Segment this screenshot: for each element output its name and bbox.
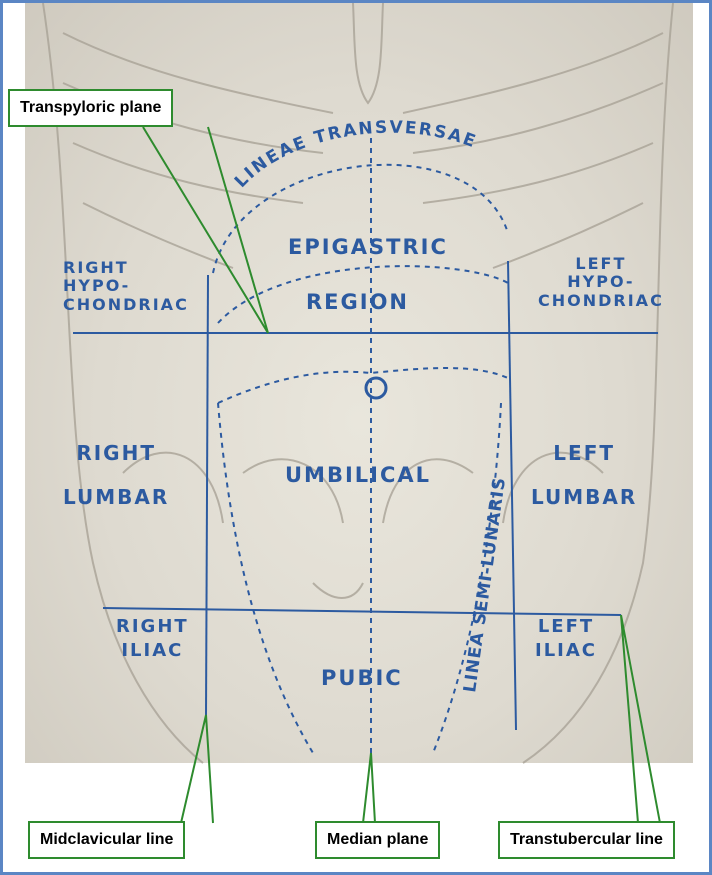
transpyloric-plane-callout: Transpyloric plane	[8, 89, 174, 127]
umbilicus-mark	[364, 376, 388, 400]
right-linea-semilunaris	[217, 402, 314, 754]
callout-leaders	[142, 126, 661, 824]
left-lumbar-line-2: LUMBAR	[531, 485, 638, 509]
right-iliac-line-2: ILIAC	[121, 640, 184, 662]
left-hypo-line-3: CHONDRIAC	[538, 290, 664, 310]
midclavicular-leader	[180, 714, 214, 824]
midclavicular-line-callout: Midclavicular line	[28, 821, 186, 859]
transtubercular-leader	[620, 614, 661, 824]
umbilical-curve	[217, 367, 509, 404]
pubic-text: PUBIC	[321, 666, 403, 690]
left-linea-semilunaris	[432, 402, 502, 754]
right-lumbar-line-1: RIGHT	[76, 441, 156, 465]
right-midclavicular-line	[205, 274, 209, 716]
right-iliac-label: RIGHT ILIAC	[116, 615, 189, 664]
left-lumbar-label: LEFT LUMBAR	[531, 431, 637, 519]
left-hypo-line-2: HYPO-	[567, 272, 635, 292]
umbilical-label: UMBILICAL	[285, 463, 431, 487]
epigastric-line-2: REGION	[306, 290, 409, 314]
right-lumbar-label: RIGHT LUMBAR	[63, 431, 169, 519]
left-midclavicular-line	[507, 260, 517, 731]
anatomical-illustration	[25, 3, 693, 763]
left-iliac-line-1: LEFT	[537, 616, 595, 637]
umbilical-text: UMBILICAL	[285, 463, 432, 487]
right-lumbar-line-2: LUMBAR	[63, 485, 170, 509]
right-hypo-line-1: RIGHT	[63, 258, 129, 277]
transtubercular-line-callout: Transtubercular line	[498, 821, 675, 859]
left-iliac-line-2: ILIAC	[535, 640, 598, 662]
pubic-label: PUBIC	[321, 666, 403, 690]
left-iliac-label: LEFT ILIAC	[535, 615, 597, 664]
transtubercular-line	[102, 607, 622, 616]
transpyloric-leader	[142, 126, 269, 334]
right-hypo-line-3: CHONDRIAC	[63, 294, 189, 314]
right-iliac-line-1: RIGHT	[116, 616, 189, 637]
right-hypochondriac-label: RIGHT HYPO- CHONDRIAC	[63, 258, 189, 314]
epigastric-label: EPIGASTRIC	[288, 235, 448, 259]
left-lumbar-line-1: LEFT	[553, 441, 615, 465]
region-label: REGION	[306, 290, 409, 314]
left-hypo-line-1: LEFT	[575, 254, 627, 273]
lineae-transversae-label: LINEAE TRANSVERSAE	[231, 118, 480, 192]
median-leader	[362, 752, 376, 824]
epigastric-line-1: EPIGASTRIC	[288, 235, 448, 259]
linea-semilunaris-label: LINEA SEMI-LUNARIS	[460, 476, 510, 694]
lineae-transversae-curve	[212, 163, 509, 274]
left-hypochondriac-label: LEFT HYPO- CHONDRIAC	[538, 254, 664, 310]
right-hypo-line-2: HYPO-	[63, 276, 131, 296]
median-plane-callout: Median plane	[315, 821, 441, 859]
region-boundaries	[73, 138, 658, 754]
